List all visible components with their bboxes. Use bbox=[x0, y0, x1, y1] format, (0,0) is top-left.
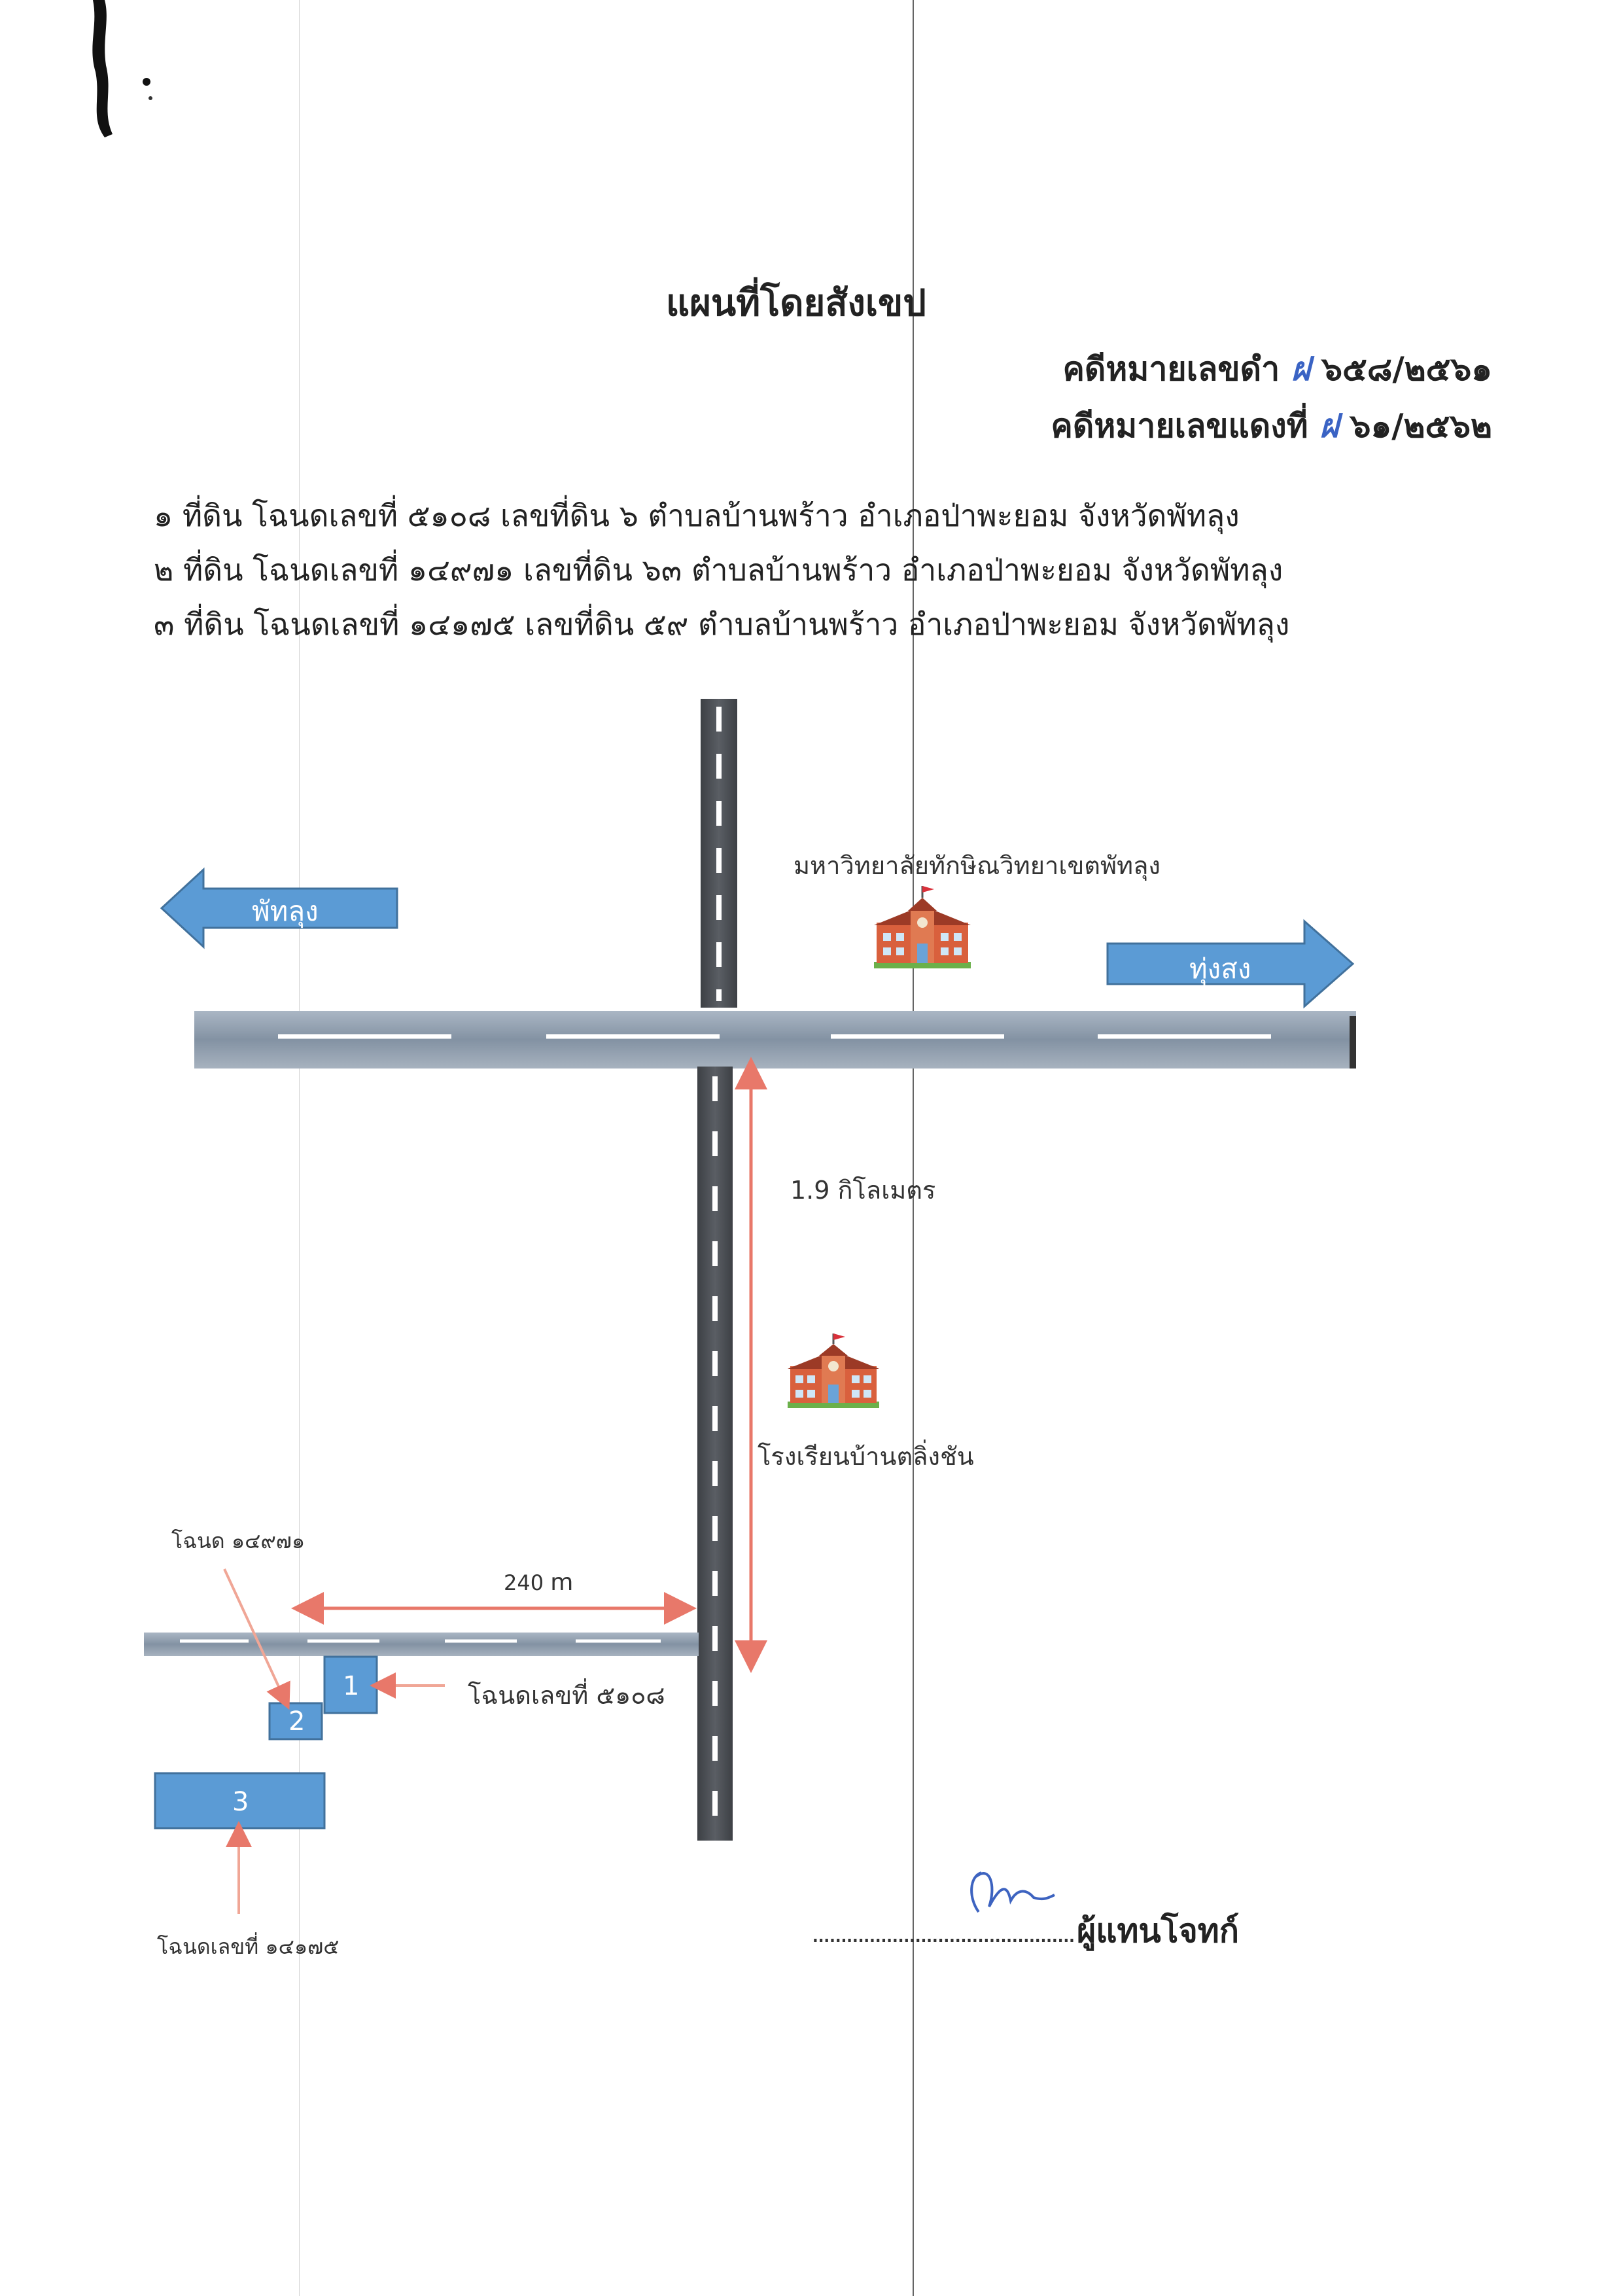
school-building-icon bbox=[788, 1333, 879, 1408]
scan-line-left bbox=[299, 0, 300, 2296]
black-case-label: คดีหมายเลขดำ bbox=[1062, 350, 1280, 388]
right-direction-label: ทุ่งสง bbox=[1189, 953, 1251, 985]
parcel-2-pointer bbox=[223, 1568, 290, 1710]
ink-smudge bbox=[92, 0, 152, 137]
signature-block: ........................................… bbox=[811, 1905, 1239, 1957]
red-case-label: คดีหมายเลขแดงที่ bbox=[1051, 407, 1308, 445]
vertical-road-south bbox=[697, 1067, 733, 1841]
parcel-1-deed-label: โฉนดเลขที่ ๕๑๐๘ bbox=[468, 1681, 665, 1710]
side-road-distance-unit: m bbox=[550, 1569, 574, 1596]
red-case-mark: ฝ bbox=[1319, 407, 1339, 445]
left-direction-label: พัทลุง bbox=[252, 895, 319, 927]
parcel-3-deed-label: โฉนดเลขที่ ๑๔๑๗๕ bbox=[157, 1934, 340, 1959]
right-direction-arrow bbox=[1106, 919, 1355, 1009]
parcel-3-number: 3 bbox=[232, 1787, 249, 1817]
parcel-1 bbox=[323, 1655, 378, 1714]
black-case-value: ๖๕๘/๒๕๖๑ bbox=[1321, 350, 1492, 388]
parcel-2-number: 2 bbox=[288, 1706, 305, 1737]
parcel-2-deed-label: โฉนด ๑๔๙๗๑ bbox=[171, 1528, 305, 1553]
vertical-road-north bbox=[701, 699, 737, 1008]
main-road-horizontal bbox=[194, 1011, 1356, 1069]
page-title: แผนที่โดยสังเขป bbox=[666, 282, 926, 325]
side-road-distance: 240 m bbox=[504, 1569, 573, 1596]
side-road bbox=[144, 1633, 699, 1656]
parcel-1-number: 1 bbox=[343, 1671, 360, 1701]
land-item-1: ๑ ที่ดิน โฉนดเลขที่ ๕๑๐๘ เลขที่ดิน ๖ ตำบ… bbox=[154, 498, 1240, 533]
red-case-number: คดีหมายเลขแดงที่ ฝ ๖๑/๒๕๖๒ bbox=[1051, 400, 1492, 452]
signature-dots: ........................................… bbox=[811, 1918, 1076, 1949]
red-case-value: ๖๑/๒๕๖๒ bbox=[1350, 407, 1492, 445]
black-case-number: คดีหมายเลขดำ ฝ ๖๕๘/๒๕๖๑ bbox=[1062, 344, 1492, 395]
distance-label: 1.9 กิโลเมตร bbox=[790, 1176, 936, 1205]
signature-scribble bbox=[970, 1871, 1055, 1913]
school-label: โรงเรียนบ้านตลิ่งชัน bbox=[758, 1442, 974, 1471]
signature-role: ผู้แทนโจทก์ bbox=[1076, 1912, 1240, 1950]
land-item-3: ๓ ที่ดิน โฉนดเลขที่ ๑๔๑๗๕ เลขที่ดิน ๕๙ ต… bbox=[154, 607, 1290, 642]
left-direction-arrow bbox=[160, 867, 398, 949]
side-road-distance-value: 240 bbox=[504, 1570, 544, 1595]
land-item-2: ๒ ที่ดิน โฉนดเลขที่ ๑๔๙๗๑ เลขที่ดิน ๖๓ ต… bbox=[154, 552, 1283, 588]
university-building-icon bbox=[874, 886, 971, 968]
scan-line-center bbox=[913, 0, 914, 2296]
university-label: มหาวิทยาลัยทักษิณวิทยาเขตพัทลุง bbox=[794, 851, 1161, 880]
black-case-mark: ฝ bbox=[1291, 350, 1310, 388]
parcel-3 bbox=[154, 1772, 326, 1829]
